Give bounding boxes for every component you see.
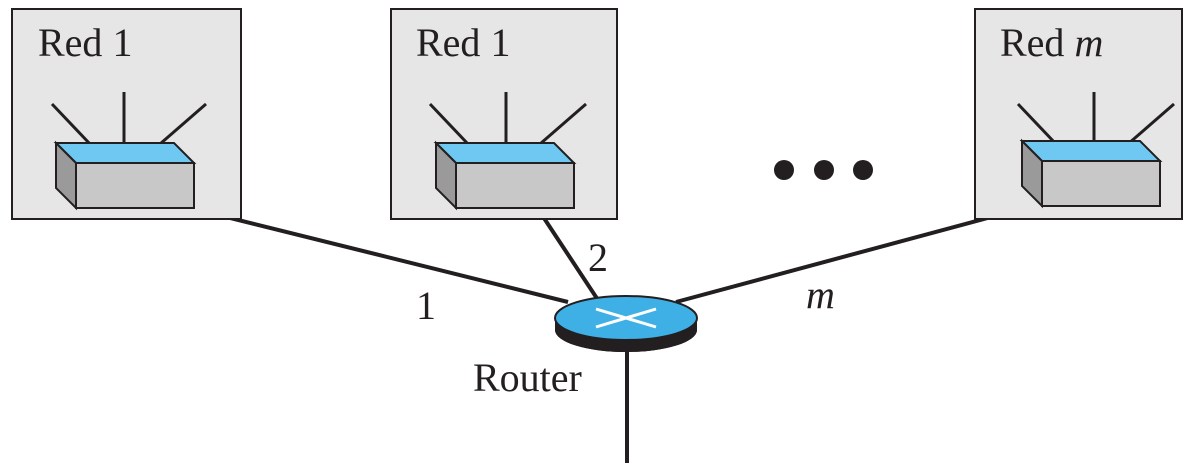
- ellipsis-dots: [774, 160, 873, 180]
- link-2: [534, 204, 600, 302]
- router-icon: [554, 295, 698, 352]
- port-label-1: 1: [416, 283, 436, 328]
- network-box-m: Red m: [974, 8, 1183, 220]
- switch-icon: [1016, 92, 1175, 209]
- router-label: Router: [473, 355, 582, 400]
- link-1: [177, 203, 569, 304]
- network-label-m: Red m: [1000, 20, 1103, 65]
- network-box-1: Red 1: [11, 8, 242, 220]
- network-box-2: Red 1: [390, 8, 618, 220]
- port-label-2: 2: [588, 235, 608, 280]
- switch-icon: [428, 92, 587, 211]
- port-label-m: m: [806, 272, 835, 317]
- switch-icon: [50, 92, 207, 211]
- network-label-1: Red 1: [38, 20, 132, 65]
- network-label-2: Red 1: [416, 20, 510, 65]
